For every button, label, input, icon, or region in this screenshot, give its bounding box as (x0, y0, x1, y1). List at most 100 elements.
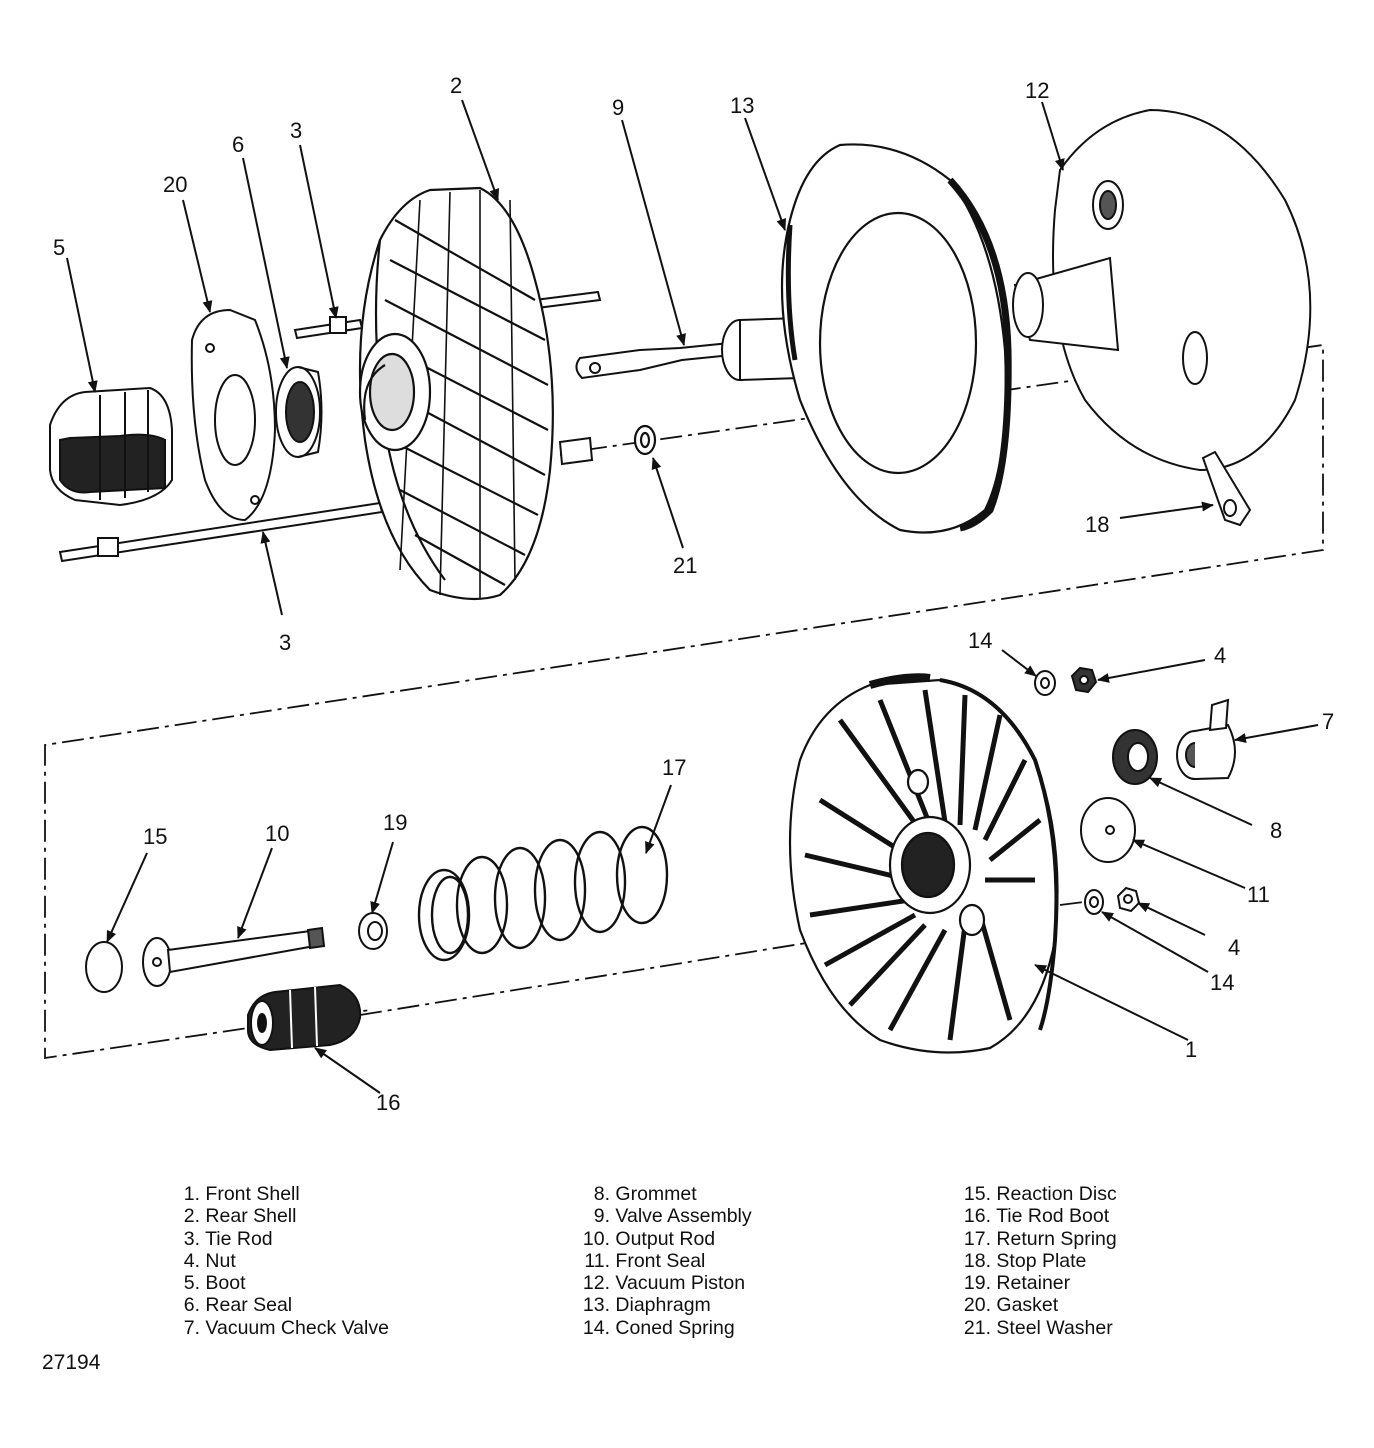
nut-lower-part (1116, 886, 1141, 913)
leader-20 (182, 199, 213, 313)
legend-item: 17. Return Spring (958, 1228, 1117, 1250)
legend-number: 17. (963, 1227, 991, 1250)
legend-item: 20. Gasket (958, 1294, 1117, 1316)
legend-number: 16. (963, 1205, 991, 1228)
legend-item: 8. Grommet (577, 1183, 752, 1205)
legend-label: Rear Seal (205, 1294, 293, 1317)
leader-11 (1132, 839, 1246, 889)
legend-label: Coned Spring (615, 1316, 735, 1339)
callout-11: 11 (1247, 882, 1270, 907)
legend-number: 14. (582, 1316, 610, 1339)
gasket-part (190, 308, 277, 522)
legend-item: 21. Steel Washer (958, 1317, 1117, 1339)
legend-item: 7. Vacuum Check Valve (178, 1317, 389, 1339)
callout-1: 1 (1185, 1037, 1197, 1062)
legend-number: 15. (963, 1183, 991, 1205)
leader-14a (1001, 649, 1037, 677)
legend-label: Tie Rod (205, 1227, 273, 1250)
legend-label: Steel Washer (996, 1316, 1113, 1339)
legend-label: Gasket (996, 1294, 1059, 1317)
legend-number: 19. (963, 1272, 991, 1295)
legend-label: Vacuum Check Valve (205, 1316, 389, 1339)
leader-16 (314, 1047, 381, 1094)
legend-column-2: 8. Grommet 9. Valve Assembly 10. Output … (577, 1183, 752, 1339)
callout-4b: 4 (1228, 935, 1240, 960)
callout-14b: 14 (1210, 970, 1234, 995)
legend-label: Return Spring (996, 1227, 1117, 1250)
legend-item: 13. Diaphragm (577, 1294, 752, 1316)
callout-10: 10 (265, 821, 289, 846)
legend-number: 1. (183, 1183, 200, 1205)
leader-1 (1034, 964, 1189, 1041)
legend-number: 9. (593, 1205, 610, 1228)
legend-item: 1. Front Shell (178, 1183, 389, 1205)
legend-label: Nut (205, 1249, 236, 1272)
callout-8: 8 (1270, 818, 1282, 843)
diaphragm-part (780, 143, 1012, 534)
legend-label: Retainer (996, 1272, 1071, 1295)
callout-13: 13 (730, 93, 754, 118)
leader-14b (1101, 911, 1209, 973)
steel-washer-part (633, 424, 657, 456)
legend-label: Grommet (615, 1183, 697, 1205)
leader-3a (299, 144, 339, 319)
callout-6: 6 (232, 132, 244, 157)
legend-item: 4. Nut (178, 1250, 389, 1272)
callout-21: 21 (673, 553, 697, 578)
callout-12: 12 (1025, 78, 1049, 103)
leader-18 (1119, 501, 1214, 519)
leader-7 (1234, 724, 1319, 743)
callout-4a: 4 (1214, 643, 1226, 668)
callout-5: 5 (53, 235, 65, 260)
leader-5 (66, 257, 98, 393)
legend-item: 14. Coned Spring (577, 1317, 752, 1339)
nut-upper-part (1070, 666, 1098, 694)
legend-item: 16. Tie Rod Boot (958, 1205, 1117, 1227)
leader-12 (1041, 101, 1065, 171)
legend-label: Front Seal (615, 1249, 706, 1272)
callout-9: 9 (612, 95, 624, 120)
leader-19 (370, 841, 394, 914)
leader-21 (651, 457, 684, 549)
return-spring-part (417, 825, 669, 962)
callout-14a: 14 (968, 628, 992, 653)
legend-label: Valve Assembly (615, 1205, 752, 1228)
legend-column-3: 15. Reaction Disc 16. Tie Rod Boot 17. R… (958, 1183, 1117, 1339)
legend-label: Output Rod (615, 1227, 716, 1250)
legend-number: 11. (584, 1249, 610, 1272)
legend-item: 19. Retainer (958, 1272, 1117, 1294)
legend-label: Reaction Disc (996, 1183, 1117, 1205)
callout-17: 17 (662, 755, 686, 780)
callout-20: 20 (163, 172, 187, 197)
legend-number: 12. (582, 1272, 610, 1295)
callout-2: 2 (450, 73, 462, 98)
legend-number: 20. (963, 1294, 991, 1317)
callout-3b: 3 (279, 630, 291, 655)
callout-3a: 3 (290, 118, 302, 143)
rear-seal-part (275, 366, 323, 458)
callout-labels: 1 2 3 3 4 4 5 6 7 8 9 10 11 12 13 14 14 … (53, 73, 1334, 1115)
tie-rod-boot-part (247, 983, 362, 1052)
legend-number: 10. (582, 1227, 610, 1250)
legend-label: Stop Plate (996, 1249, 1087, 1272)
legend-label: Rear Shell (205, 1205, 297, 1228)
output-rod-part (142, 926, 326, 987)
legend-number: 3. (183, 1227, 200, 1250)
figure-number: 27194 (42, 1351, 101, 1374)
legend-label: Tie Rod Boot (996, 1205, 1110, 1228)
leader-2 (461, 99, 499, 201)
leader-3b (260, 531, 283, 616)
leader-17 (645, 784, 672, 854)
legend-number: 6. (183, 1294, 200, 1317)
legend-number: 18. (963, 1249, 991, 1272)
callout-15: 15 (143, 824, 167, 849)
legend-column-1: 1. Front Shell 2. Rear Shell 3. Tie Rod … (178, 1183, 389, 1339)
legend-number: 21. (963, 1316, 991, 1339)
legend-label: Front Shell (205, 1183, 300, 1205)
leader-9 (621, 119, 686, 346)
coned-spring-lower-part (1084, 889, 1104, 915)
legend-item: 10. Output Rod (577, 1228, 752, 1250)
leader-13 (744, 117, 787, 231)
front-shell-part (788, 673, 1059, 1054)
reaction-disc-part (85, 941, 123, 993)
